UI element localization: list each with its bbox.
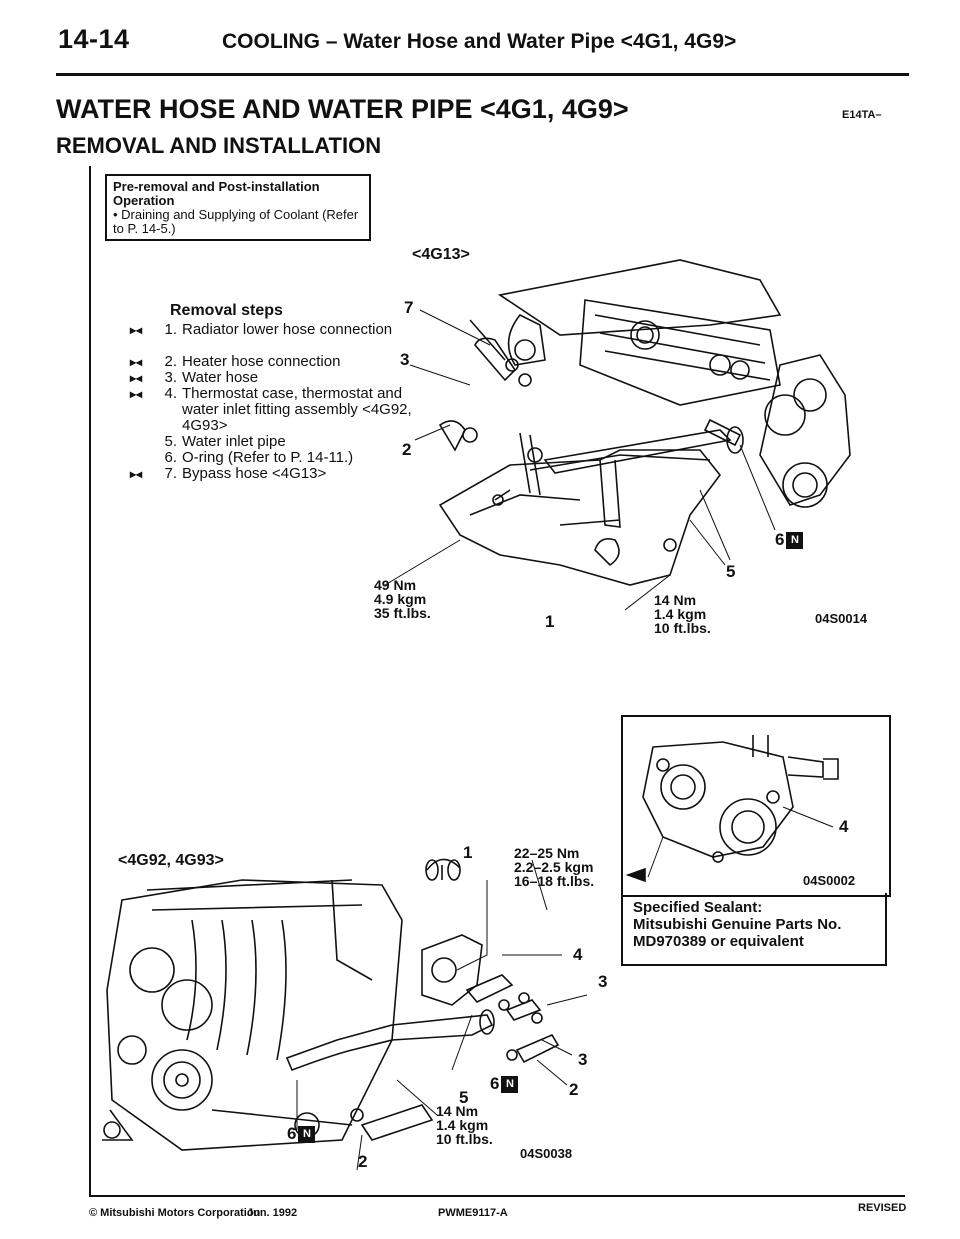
- callout-3: 3: [598, 972, 608, 991]
- removal-step: ▸◂2.Heater hose connection: [130, 353, 341, 370]
- callout-2: 2: [402, 440, 412, 459]
- removal-step: ▸◂4.Thermostat case, thermostat and wate…: [130, 385, 412, 434]
- removal-step: 5.Water inlet pipe: [164, 433, 286, 450]
- pre-removal-item: • Draining and Supplying of Coolant (Ref…: [113, 207, 359, 236]
- left-margin-rule: [89, 166, 91, 1196]
- callout-3: 3: [578, 1050, 588, 1069]
- engine-4g92-4g93-label: <4G92, 4G93>: [118, 852, 224, 869]
- torque-spec-bottom: 14 Nm 1.4 kgm 10 ft.lbs.: [436, 1103, 493, 1147]
- removal-step: ▸◂7.Bypass hose <4G13>: [130, 465, 327, 482]
- callout-3: 3: [400, 350, 410, 369]
- footer-revised: REVISED: [858, 1202, 907, 1214]
- callout-4: 4: [573, 945, 583, 964]
- page-title: WATER HOSE AND WATER PIPE <4G1, 4G9>: [56, 94, 629, 124]
- callout-5: 5: [726, 562, 736, 581]
- callout-4: 4: [839, 817, 849, 836]
- new-part-icon: N: [501, 1076, 519, 1094]
- figure-code: 04S0038: [520, 1146, 573, 1161]
- figure-code: 04S0014: [815, 611, 868, 626]
- footer-copyright: © Mitsubishi Motors Corporation: [89, 1207, 261, 1219]
- section-subtitle: REMOVAL AND INSTALLATION: [56, 133, 382, 158]
- running-header: COOLING – Water Hose and Water Pipe <4G1…: [222, 30, 737, 53]
- new-part-icon: N: [298, 1126, 316, 1144]
- footer-date: Jun. 1992: [247, 1207, 298, 1219]
- thermostat-case-illustration: [625, 735, 839, 883]
- pre-removal-heading: Pre-removal and Post-installation Operat…: [113, 179, 320, 208]
- header-rule: [56, 73, 909, 76]
- removal-step: 6.O-ring (Refer to P. 14-11.): [164, 449, 354, 466]
- engine-4g13-illustration: [384, 259, 851, 611]
- removal-step: ▸◂1.Radiator lower hose connection: [130, 321, 393, 338]
- page-number: 14-14: [58, 24, 130, 54]
- callout-1: 1: [463, 843, 473, 862]
- engine-4g13-label: <4G13>: [412, 246, 470, 263]
- torque-spec-right: 14 Nm 1.4 kgm 10 ft.lbs.: [654, 592, 711, 636]
- callout-5: 5: [459, 1088, 469, 1107]
- callout-7: 7: [404, 298, 414, 317]
- sealant-spec-box: Specified Sealant: Mitsubishi Genuine Pa…: [621, 893, 887, 966]
- bottom-rule: [89, 1195, 905, 1197]
- footer-document-code: PWME9117-A: [438, 1207, 508, 1219]
- pre-removal-box: Pre-removal and Post-installation Operat…: [105, 174, 371, 241]
- detail-figure-code: 04S0002: [803, 873, 856, 888]
- torque-spec-left: 49 Nm 4.9 kgm 35 ft.lbs.: [374, 577, 431, 621]
- torque-spec-top: 22–25 Nm 2.2–2.5 kgm 16–18 ft.lbs.: [514, 845, 595, 889]
- thermostat-detail-panel: 4 04S0002: [621, 715, 891, 897]
- callout-2: 2: [358, 1152, 368, 1171]
- removal-steps-title: Removal steps: [170, 302, 283, 319]
- engine-4g92-4g93-illustration: [102, 858, 588, 1171]
- new-part-icon: N: [786, 532, 804, 550]
- removal-step: ▸◂3.Water hose: [130, 369, 259, 386]
- callout-2: 2: [569, 1080, 579, 1099]
- callout-1: 1: [545, 612, 555, 631]
- section-code: E14TA–: [842, 109, 882, 121]
